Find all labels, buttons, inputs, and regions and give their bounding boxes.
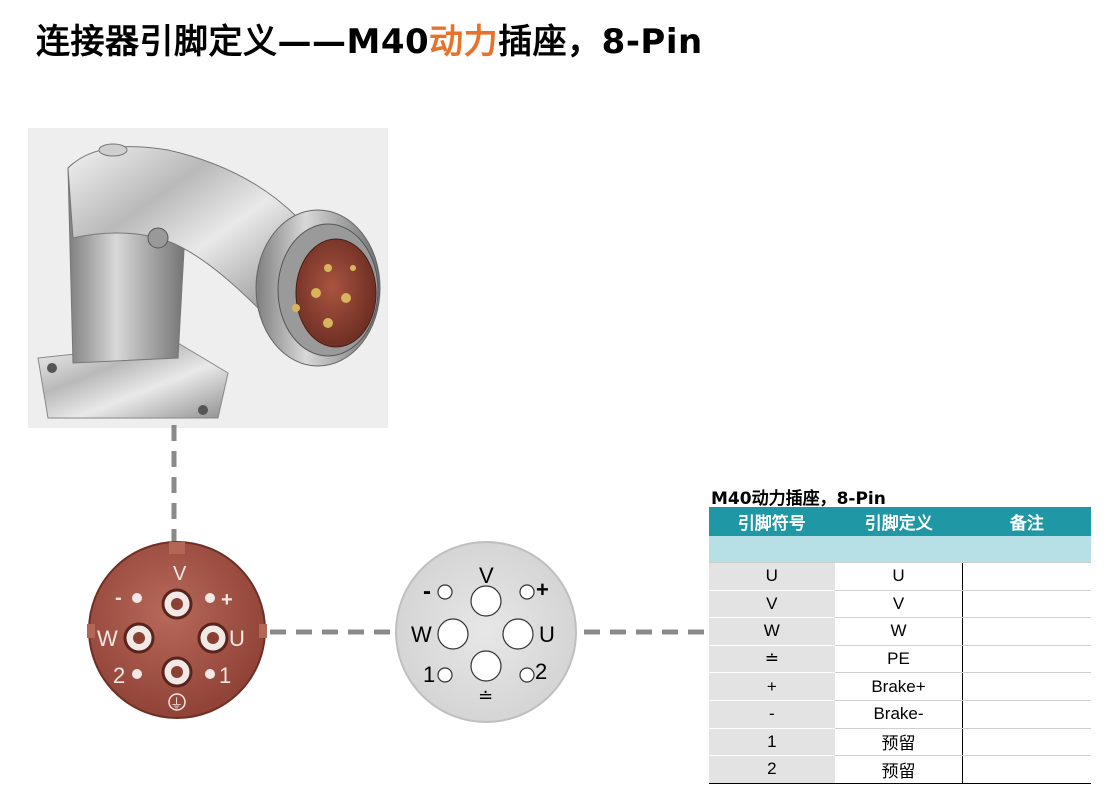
pin-table-title: M40动力插座，8-Pin	[711, 489, 886, 509]
pin-symbol: ≐	[709, 645, 835, 674]
pin-table-header: 引脚符号 引脚定义 备注	[709, 507, 1091, 536]
pin-symbol: -	[709, 700, 835, 729]
pin-definition: Brake+	[834, 672, 964, 701]
connector-face-diagram: V - + W U 1 2 ≐	[395, 541, 577, 723]
pin-symbol: W	[709, 617, 835, 646]
pin-table: 引脚符号 引脚定义 备注 U U V V W W ≐ PE + Brake+	[709, 507, 1091, 784]
table-row: - Brake-	[709, 700, 1091, 729]
diagram-label-2: 2	[535, 659, 547, 684]
connector-photo	[28, 128, 388, 428]
pin-note	[962, 645, 1091, 674]
table-row: 1 预留	[709, 728, 1091, 757]
pin-definition: 预留	[834, 755, 964, 784]
pin-symbol: 2	[709, 755, 835, 784]
photo-label-plus: +	[221, 589, 233, 611]
pin-definition: PE	[834, 645, 964, 674]
table-row: W W	[709, 617, 1091, 646]
pin-note	[962, 617, 1091, 646]
diagram-earth-icon: ≐	[478, 686, 493, 707]
pin-symbol: +	[709, 672, 835, 701]
pin-definition: V	[834, 590, 964, 619]
connector-face-photo: V - + W U 2 1 ⏚	[87, 541, 267, 719]
pin-symbol: V	[709, 590, 835, 619]
table-row: V V	[709, 590, 1091, 619]
pin-note	[962, 590, 1091, 619]
diagram-label-minus: -	[423, 578, 431, 605]
title-accent: 动力	[429, 22, 499, 62]
pin-symbol: U	[709, 562, 835, 591]
diagram-label-w: W	[411, 622, 432, 647]
pin-note	[962, 728, 1091, 757]
pin-definition: W	[834, 617, 964, 646]
pin-note	[962, 755, 1091, 784]
photo-earth-icon: ⏚	[170, 697, 183, 712]
table-row: + Brake+	[709, 672, 1091, 701]
pin-definition: Brake-	[834, 700, 964, 729]
table-row: 2 预留	[709, 755, 1091, 784]
pin-table-subheader	[709, 536, 1091, 563]
diagram-label-1: 1	[423, 662, 435, 687]
pin-note	[962, 562, 1091, 591]
diagram-label-plus: +	[536, 577, 549, 602]
dashed-line-left	[270, 629, 395, 635]
pin-note	[962, 700, 1091, 729]
page-title: 连接器引脚定义——M40动力插座，8-Pin	[36, 14, 703, 63]
column-header-definition: 引脚定义	[834, 507, 963, 536]
table-row: U U	[709, 562, 1091, 591]
pin-definition: 预留	[834, 728, 964, 757]
photo-label-v: V	[173, 563, 187, 585]
photo-label-w: W	[97, 626, 118, 651]
photo-label-1: 1	[219, 663, 231, 688]
title-prefix: 连接器引脚定义——M40	[36, 22, 430, 62]
photo-label-u: U	[229, 626, 245, 651]
pin-note	[962, 672, 1091, 701]
column-header-note: 备注	[962, 507, 1091, 536]
pin-definition: U	[834, 562, 964, 591]
diagram-label-v: V	[479, 563, 494, 588]
dashed-line-right	[584, 629, 709, 635]
photo-label-2: 2	[113, 663, 125, 688]
dashed-line-vertical	[171, 425, 177, 543]
column-header-symbol: 引脚符号	[709, 507, 835, 536]
table-row: ≐ PE	[709, 645, 1091, 674]
pin-symbol: 1	[709, 728, 835, 757]
title-suffix: 插座，8-Pin	[498, 22, 703, 62]
diagram-label-u: U	[539, 622, 555, 647]
photo-label-minus: -	[115, 587, 122, 609]
